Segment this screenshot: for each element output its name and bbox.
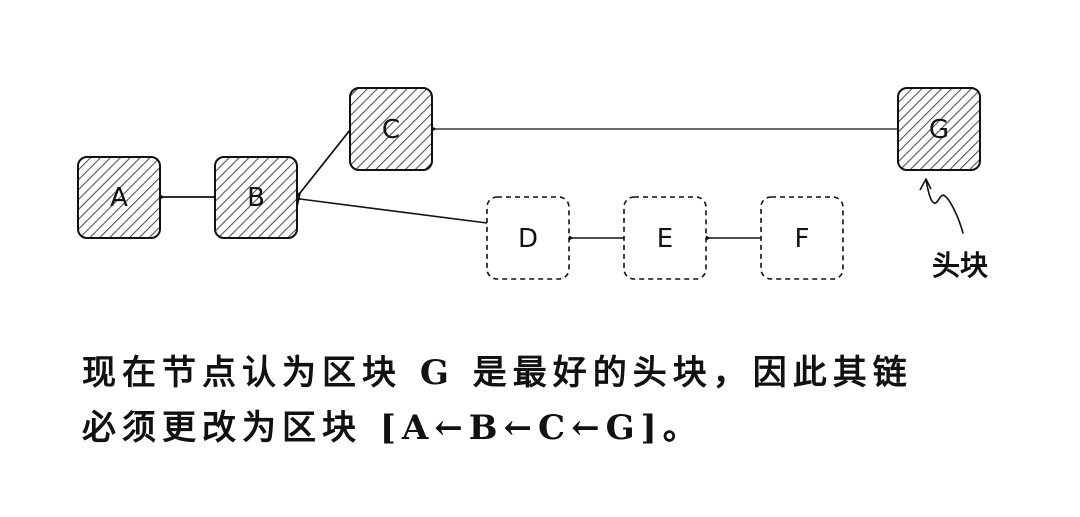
block-g-label: G [929,115,949,145]
head-block-label: 头块 [932,249,988,282]
squiggle-arrow-icon [925,179,964,234]
block-b-label: B [247,183,265,213]
block-e-label: E [657,224,673,254]
block-g: G [897,87,981,171]
block-e: E [623,196,707,280]
edge-c-to-b [287,129,351,207]
block-d-label: D [518,224,538,254]
caption-line-2: 必须更改为区块 [A←B←C←G]。 [82,408,703,448]
block-f-label: F [795,224,810,254]
edges [150,122,898,245]
block-a-label: A [110,183,128,213]
caption-line-1: 现在节点认为区块 G 是最好的头块，因此其链 [82,353,913,393]
block-f: F [760,196,844,280]
head-annotation: 头块 [919,178,988,282]
squiggle-arrowhead-icon [919,178,932,191]
blockchain-diagram: A B C G D E F 头块 [77,87,988,282]
block-a: A [77,156,161,239]
block-c-label: C [382,115,400,145]
block-b: B [214,156,298,239]
edge-d-to-b [287,190,488,224]
block-d: D [486,196,570,280]
block-c: C [349,87,433,171]
